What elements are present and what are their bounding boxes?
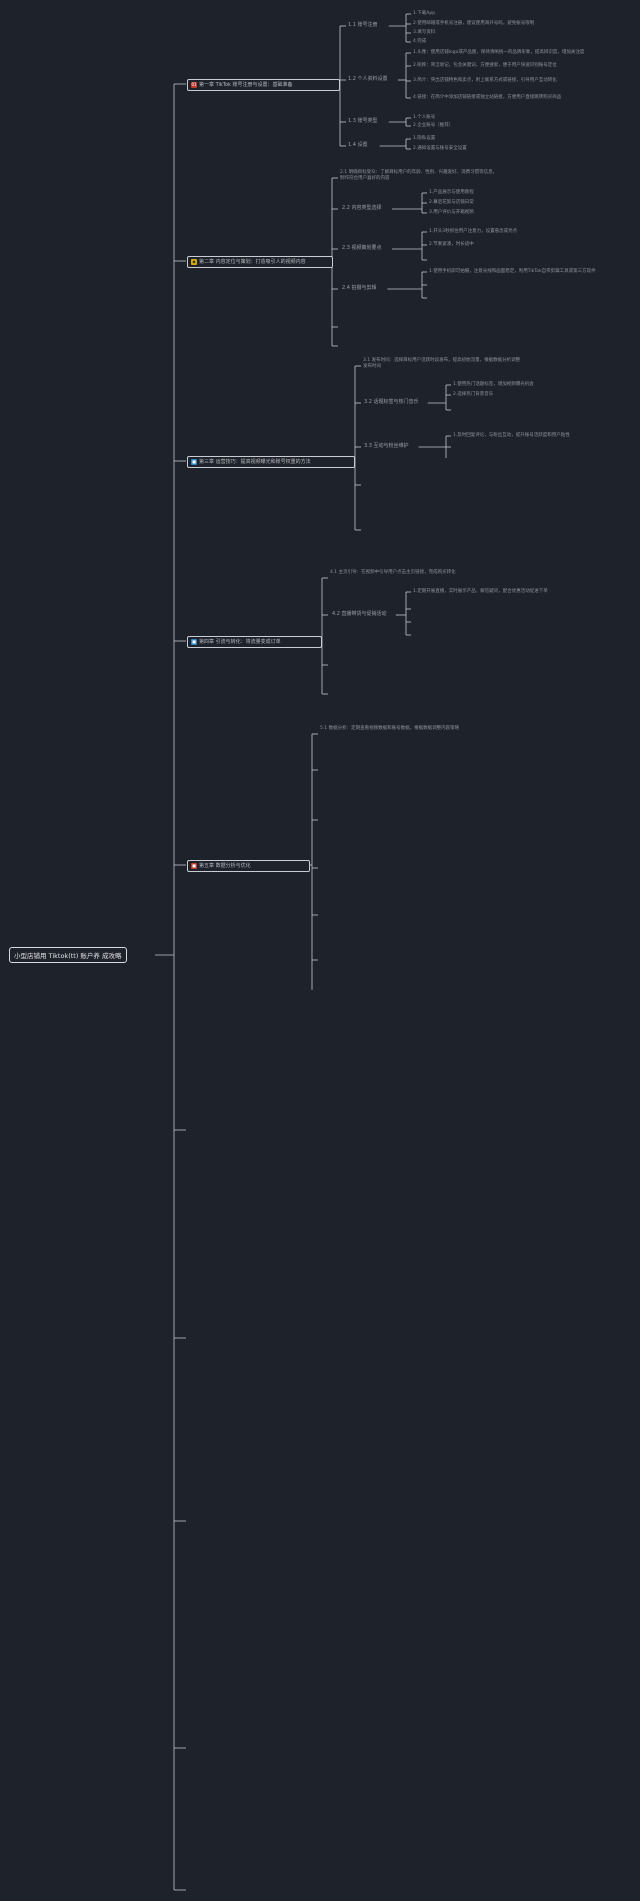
detail-item: 1.头像：使用店铺logo或产品图，保持清晰统一的品牌形象，提高辨识度，增加关注… — [413, 50, 585, 55]
detail-item: 1.产品展示与使用教程 — [429, 190, 474, 195]
topic-node-5[interactable]: ■第五章 数据分析与优化 — [187, 860, 310, 872]
subtopic-node[interactable]: 1.4 设置 — [348, 142, 368, 148]
detail-item: 1.隐私设置 — [413, 136, 436, 141]
detail-item: 1.下载App — [413, 11, 436, 16]
detail-item: 4.链接：在简介中添加店铺链接或独立站链接，方便用户直接跳转购买商品 — [413, 95, 562, 100]
subtopic-node[interactable]: 4.2 直播带货与促销活动 — [332, 611, 387, 617]
detail-item: 1.使用热门话题标签，增加视频曝光机会 — [453, 382, 534, 387]
topic-badge-icon: ■ — [191, 863, 197, 869]
detail-item: 1.个人账号 — [413, 115, 436, 120]
detail-item: 3.填写资料 — [413, 30, 436, 35]
topic-label: 第三章 运营技巧：提高视频曝光和账号权重的方法 — [199, 459, 311, 465]
subtopic-node[interactable]: 1.2 个人资料设置 — [348, 76, 388, 82]
subtopic-node[interactable]: 1.3 账号类型 — [348, 118, 378, 124]
root-node-label: 小型店铺用 Tiktok(tt) 账户养 成攻略 — [14, 952, 122, 960]
topic-node-2[interactable]: ◆第二章 内容定位与策划：打造吸引人的视频内容 — [187, 256, 333, 268]
detail-item: 3.简介：突出店铺特色和卖点，附上联系方式或链接，引导用户互动转化 — [413, 78, 557, 83]
detail-item: 1.使用手机即可拍摄，注意光线和画面稳定，利用TikTok自带剪辑工具或第三方软… — [429, 269, 596, 274]
subtopic-node[interactable]: 3.3 互动与粉丝维护 — [364, 443, 409, 449]
topic-badge-icon: ◆ — [191, 259, 197, 265]
subtopic-node[interactable]: 2.4 拍摄与剪辑 — [342, 285, 377, 291]
topic-badge-icon: ■ — [191, 459, 197, 465]
topic-label: 第一章 TikTok 账号注册与设置：基础准备 — [199, 82, 293, 88]
topic-label: 第二章 内容定位与策划：打造吸引人的视频内容 — [199, 259, 306, 265]
topic-label: 第四章 引流与转化：将流量变成订单 — [199, 639, 281, 645]
detail-item: 1.定期开展直播，实时展示产品，解答疑问，配合优惠活动促进下单 — [413, 589, 548, 594]
topic-intro-text: 3.1 发布时间：选择目标用户活跃时段发布，提高初始流量，根据数据分析调整发布时… — [363, 358, 521, 369]
detail-item: 2.节奏紧凑，时长适中 — [429, 242, 474, 247]
detail-item: 3.用户评价与开箱视频 — [429, 210, 474, 215]
topic-badge-icon: 01 — [191, 82, 197, 88]
topic-badge-icon: ■ — [191, 639, 197, 645]
topic-node-3[interactable]: ■第三章 运营技巧：提高视频曝光和账号权重的方法 — [187, 456, 355, 468]
detail-item: 2.通知设置与账号安全设置 — [413, 146, 467, 151]
detail-item: 2.选择热门背景音乐 — [453, 392, 494, 397]
detail-item: 2.使用邮箱或手机号注册，建议使用海外号码，避免账号限制 — [413, 21, 535, 26]
detail-item: 1.开头3秒抓住用户注意力，设置悬念或亮点 — [429, 229, 518, 234]
subtopic-node[interactable]: 2.3 视频策划要点 — [342, 245, 382, 251]
subtopic-node[interactable]: 1.1 账号注册 — [348, 22, 378, 28]
topic-label: 第五章 数据分析与优化 — [199, 863, 251, 869]
subtopic-node[interactable]: 3.2 话题标签与热门音乐 — [364, 399, 419, 405]
detail-item: 1.及时回复评论，与粉丝互动，提升账号活跃度和用户粘性 — [453, 433, 570, 438]
detail-item: 2.昵称：简洁易记，包含关键词，方便搜索，便于用户快速识别账号定位 — [413, 63, 557, 68]
root-node[interactable]: 小型店铺用 Tiktok(tt) 账户养 成攻略 — [9, 947, 127, 963]
subtopic-node[interactable]: 2.2 内容类型选择 — [342, 205, 382, 211]
detail-item: 2.企业账号（推荐） — [413, 123, 454, 128]
topic-node-4[interactable]: ■第四章 引流与转化：将流量变成订单 — [187, 636, 322, 648]
detail-item: 4.完成 — [413, 39, 427, 44]
detail-item: 2.幕后花絮与店铺日常 — [429, 200, 474, 205]
topic-intro-text: 2.1 明确目标受众：了解目标用户的年龄、性别、兴趣爱好、消费习惯等信息，制作符… — [340, 170, 498, 181]
topic-intro-text: 4.1 主页引导：在视频中引导用户点击主页链接，完成购买转化 — [330, 570, 456, 575]
topic-intro-text: 5.1 数据分析：定期查看视频数据和账号数据，根据数据调整内容策略 — [320, 726, 460, 731]
